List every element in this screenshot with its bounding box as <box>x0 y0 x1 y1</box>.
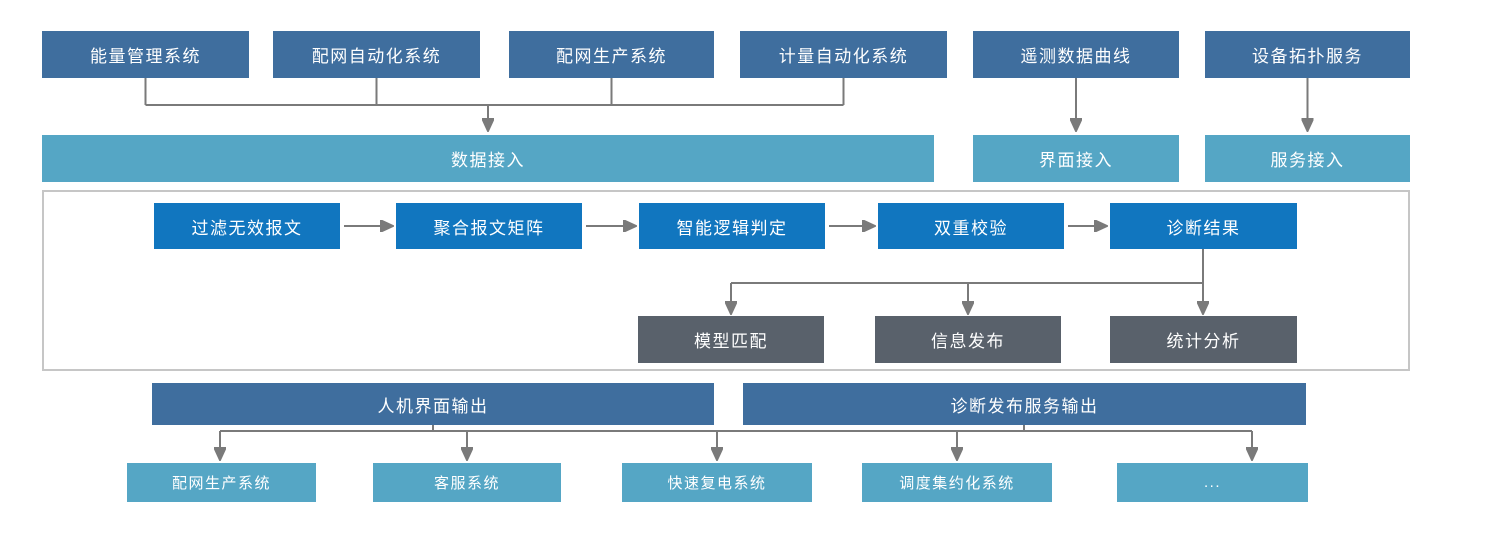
source-box-dist-automation: 配网自动化系统 <box>273 31 480 78</box>
source-box-dist-production: 配网生产系统 <box>509 31 714 78</box>
target-box-fast-restore: 快速复电系统 <box>622 463 812 502</box>
access-bar-data: 数据接入 <box>42 135 934 182</box>
result-box-info-publish: 信息发布 <box>875 316 1061 363</box>
target-box-dist-production: 配网生产系统 <box>127 463 316 502</box>
target-box-more: ... <box>1117 463 1308 502</box>
access-bar-service: 服务接入 <box>1205 135 1410 182</box>
target-box-customer-service: 客服系统 <box>373 463 561 502</box>
output-bar-hmi: 人机界面输出 <box>152 383 714 425</box>
process-box-diagnosis-result: 诊断结果 <box>1110 203 1297 249</box>
process-box-aggregate-matrix: 聚合报文矩阵 <box>396 203 582 249</box>
source-box-metering-automation: 计量自动化系统 <box>740 31 947 78</box>
source-box-telemetry-curve: 遥测数据曲线 <box>973 31 1179 78</box>
output-bar-diagnosis-service: 诊断发布服务输出 <box>743 383 1306 425</box>
access-bar-ui: 界面接入 <box>973 135 1179 182</box>
source-box-topology-service: 设备拓扑服务 <box>1205 31 1410 78</box>
process-box-logic-judge: 智能逻辑判定 <box>639 203 825 249</box>
result-box-statistics: 统计分析 <box>1110 316 1297 363</box>
process-box-double-check: 双重校验 <box>878 203 1064 249</box>
target-box-dispatch-centralized: 调度集约化系统 <box>862 463 1052 502</box>
result-box-model-match: 模型匹配 <box>638 316 824 363</box>
source-box-energy-mgmt: 能量管理系统 <box>42 31 249 78</box>
process-box-filter-invalid: 过滤无效报文 <box>154 203 340 249</box>
